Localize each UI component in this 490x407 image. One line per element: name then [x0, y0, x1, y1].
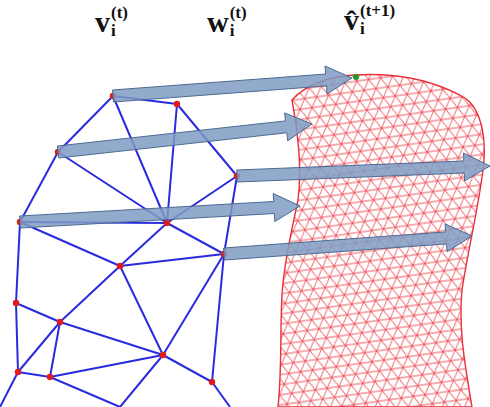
mesh-edge: [120, 254, 224, 266]
displacement-arrows: [20, 66, 490, 260]
time-superscript: (t): [230, 4, 247, 22]
mesh-vertex: [164, 220, 170, 226]
index-stack: (t)i: [111, 4, 128, 40]
symbol-base: v: [95, 7, 110, 37]
index-stack: (t+1)i: [360, 2, 395, 38]
mesh-edge: [16, 303, 18, 372]
index-subscript: i: [230, 22, 247, 40]
mesh-edge: [16, 222, 20, 303]
mesh-edge: [163, 254, 224, 355]
target-vertex: [353, 74, 359, 80]
mesh-edge: [0, 372, 18, 407]
mesh-edge: [120, 266, 163, 355]
mesh-edge: [50, 377, 120, 407]
mesh-edge: [20, 222, 120, 266]
mesh-vertex: [13, 300, 19, 306]
displacement-arrow: [113, 66, 353, 102]
time-superscript: (t+1): [360, 2, 395, 20]
displacement-arrow: [237, 153, 490, 182]
symbol-base: v̂: [344, 5, 359, 35]
time-superscript: (t): [111, 4, 128, 22]
mesh-vertex: [57, 319, 63, 325]
displacement-arrow: [20, 194, 300, 229]
mesh-vertex: [15, 369, 21, 375]
index-subscript: i: [360, 20, 395, 38]
mesh-edge: [167, 223, 224, 254]
mesh-edge: [60, 266, 120, 322]
mesh-edge: [212, 254, 224, 382]
mesh-edge: [113, 96, 167, 223]
predicted-vertex-symbol: v̂(t+1)i: [344, 2, 395, 38]
mesh-edge: [60, 322, 163, 355]
mesh-edge: [212, 382, 230, 407]
mesh-edge: [20, 152, 58, 222]
mesh-edge: [18, 322, 60, 372]
mesh-edge: [163, 355, 212, 382]
index-subscript: i: [111, 22, 128, 40]
mesh-vertex: [209, 379, 215, 385]
mesh-vertex: [174, 101, 180, 107]
mesh-vertex: [160, 352, 166, 358]
index-stack: (t)i: [230, 4, 247, 40]
mesh-edge: [16, 303, 60, 322]
displacement-arrow: [57, 113, 312, 158]
mesh-vertex: [47, 374, 53, 380]
mesh-edge: [18, 372, 50, 377]
mesh-edge: [167, 104, 177, 223]
displacement-arrow: [224, 224, 472, 260]
mesh-vertex: [117, 263, 123, 269]
mesh-edge: [50, 355, 163, 377]
mesh-edge: [50, 322, 60, 377]
mesh-edge: [120, 223, 167, 266]
displacement-symbol: w(t)i: [207, 4, 247, 40]
vertex-symbol: v(t)i: [95, 4, 128, 40]
symbol-base: w: [207, 7, 229, 37]
